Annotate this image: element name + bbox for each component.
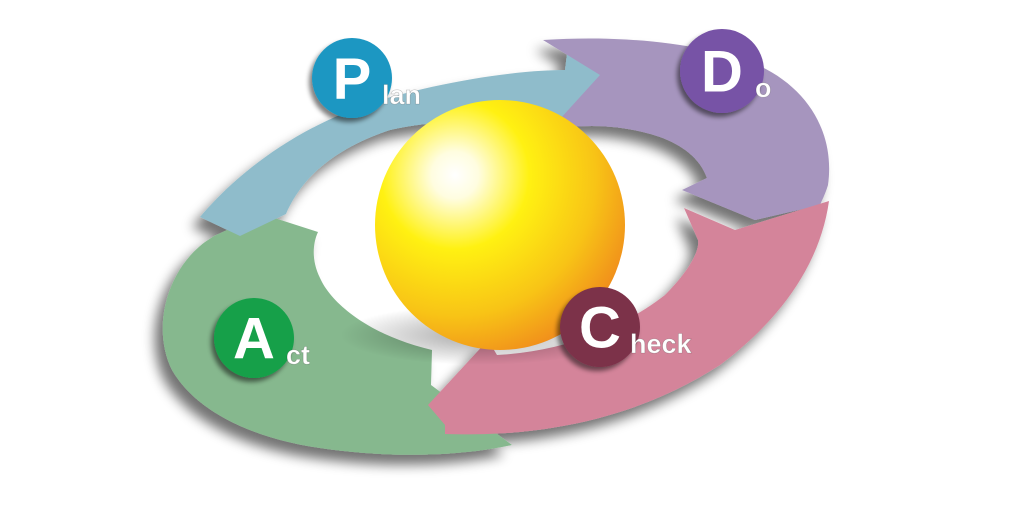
stage-initial-act: A xyxy=(233,306,275,371)
badge-circle-plan xyxy=(312,38,392,118)
stage-initial-do: D xyxy=(701,39,743,104)
center-sphere xyxy=(375,100,625,350)
arrow-check xyxy=(428,201,829,435)
arrow-plan xyxy=(200,46,629,236)
stage-rest-plan: lan xyxy=(382,80,421,110)
stage-rest-do: o xyxy=(755,73,772,103)
badge-circle-do xyxy=(680,29,764,113)
stage-rest-act: ct xyxy=(286,340,310,370)
badge-circle-act xyxy=(214,298,294,378)
badge-circle-check xyxy=(560,287,640,367)
stage-initial-check: C xyxy=(579,295,621,360)
stage-initial-plan: P xyxy=(333,46,372,111)
stage-rest-check: heck xyxy=(630,329,693,359)
arrow-act xyxy=(162,214,512,455)
